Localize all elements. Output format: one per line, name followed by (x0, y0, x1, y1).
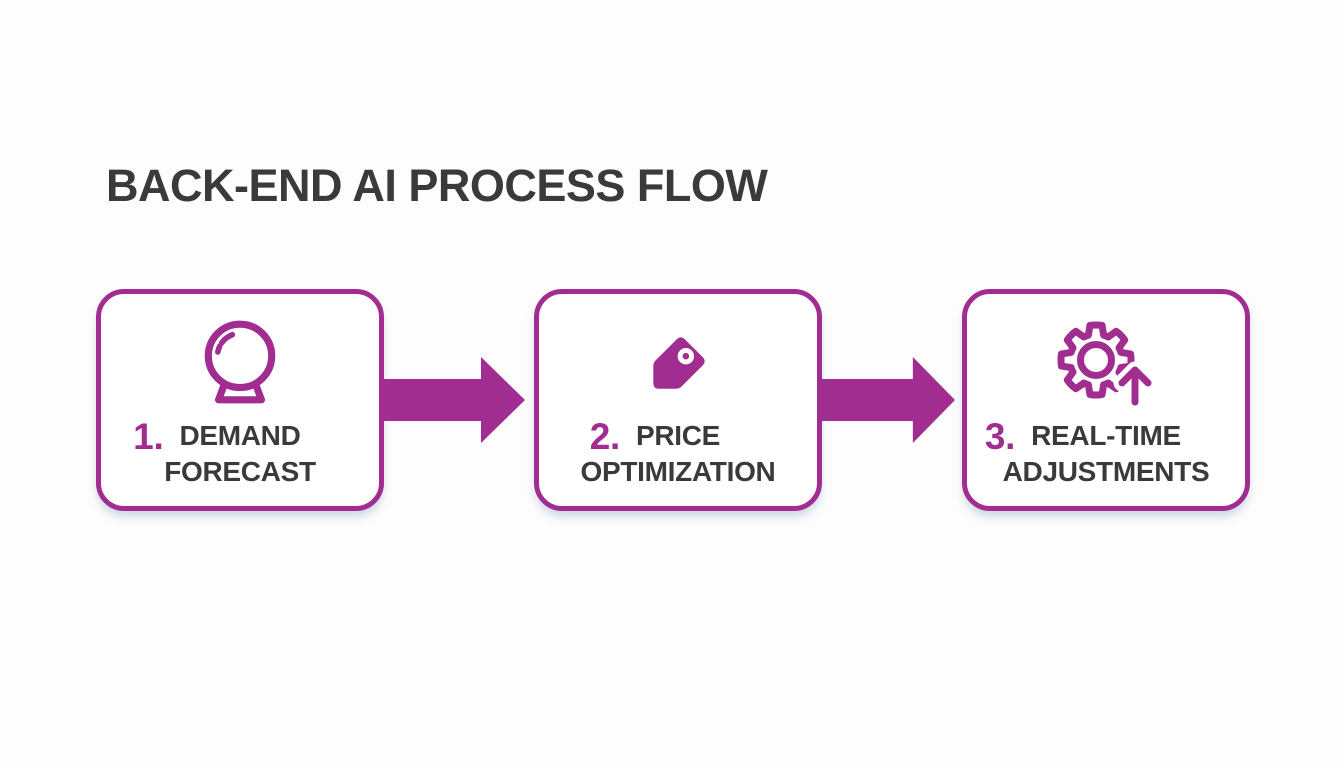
step-label-line2: ADJUSTMENTS (1002, 456, 1210, 487)
step-label-line1: 1.DEMAND (133, 416, 301, 457)
flow-arrow-right-icon (819, 357, 955, 448)
step-text: 3.REAL-TIME ADJUSTMENTS (984, 416, 1210, 492)
step-text: 2.PRICE OPTIMIZATION (580, 416, 776, 492)
step-label-line1: 3.REAL-TIME (984, 416, 1181, 457)
step-text: 1.DEMAND FORECAST (133, 416, 316, 492)
crystal-ball-icon (194, 316, 286, 408)
price-tag-icon (632, 316, 724, 408)
step-demand-forecast: 1.DEMAND FORECAST (96, 289, 384, 511)
step-real-time-adjustments: 3.REAL-TIME ADJUSTMENTS (962, 289, 1250, 511)
step-number: 3. (984, 416, 1016, 457)
step-label-line1: 2.PRICE (589, 416, 721, 457)
step-label-line2: OPTIMIZATION (580, 456, 776, 487)
step-price-optimization: 2.PRICE OPTIMIZATION (534, 289, 822, 511)
step-number: 2. (589, 416, 621, 457)
step-number: 1. (133, 416, 164, 457)
page-title: BACK-END AI PROCESS FLOW (106, 160, 768, 211)
flow-arrow-right-icon (383, 357, 525, 448)
gear-up-arrow-icon (1056, 316, 1156, 408)
step-label-line2: FORECAST (164, 456, 316, 487)
